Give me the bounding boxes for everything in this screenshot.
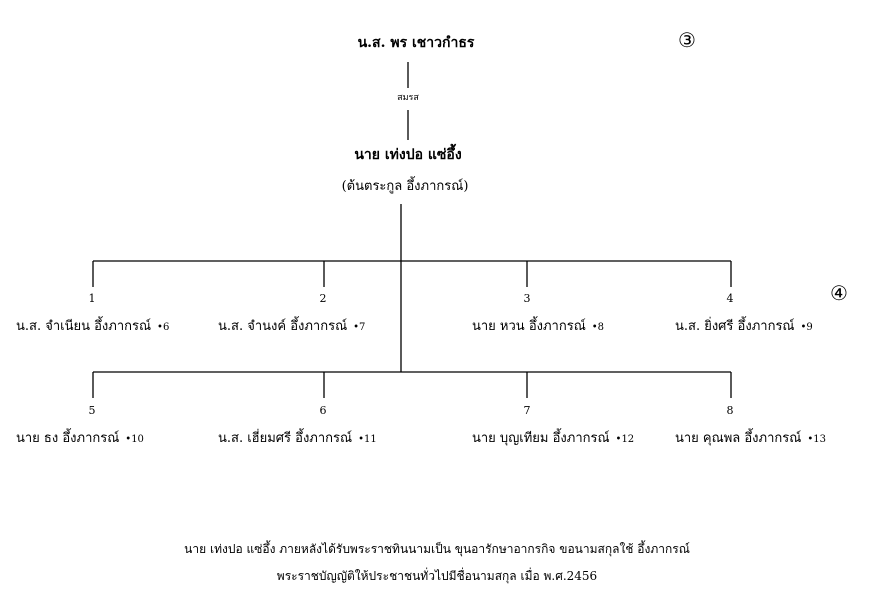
relation-label: สมรส [397,93,419,103]
child-number: 5 [88,404,96,417]
child-number: 3 [523,292,531,305]
child-number: 4 [726,292,734,305]
main-person-name: นาย เท่งปอ แซ่อึ้ง [354,147,462,163]
generation-marker-3: ③ [678,28,696,52]
child-name: นาย ธง อึ้งภากรณ์•10 [16,431,144,446]
child-name: น.ส. จำนงค์ อึ้งภากรณ์•7 [218,319,366,334]
generation-marker-4: ④ [830,281,848,305]
footnote-line-2: พระราชบัญญัติให้ประชาชนทั่วไปมีชื่อนามสก… [276,569,598,583]
child-name: นาย บุญเทียม อึ้งภากรณ์•12 [472,431,635,446]
child-number: 6 [319,404,327,417]
top-person-name: น.ส. พร เชาวกำธร [357,35,475,51]
child-number: 8 [726,404,734,417]
child-number: 2 [319,292,327,305]
child-name: น.ส. ยิ่งศรี อึ้งภากรณ์•9 [675,319,813,334]
child-number: 7 [523,404,531,417]
child-name: นาย คุณพล อึ้งภากรณ์•13 [675,431,826,446]
child-number: 1 [88,292,96,305]
main-person-subtitle: (ต้นตระกูล อึ้งภากรณ์) [341,179,469,194]
child-name: นาย หวน อึ้งภากรณ์•8 [472,319,605,334]
child-name: น.ส. จำเนียน อึ้งภากรณ์•6 [16,319,170,334]
footnote-line-1: นาย เท่งปอ แซ่อึ้ง ภายหลังได้รับพระราชทิ… [184,542,690,556]
child-name: น.ส. เฮี่ยมศรี อึ้งภากรณ์•11 [218,431,377,446]
